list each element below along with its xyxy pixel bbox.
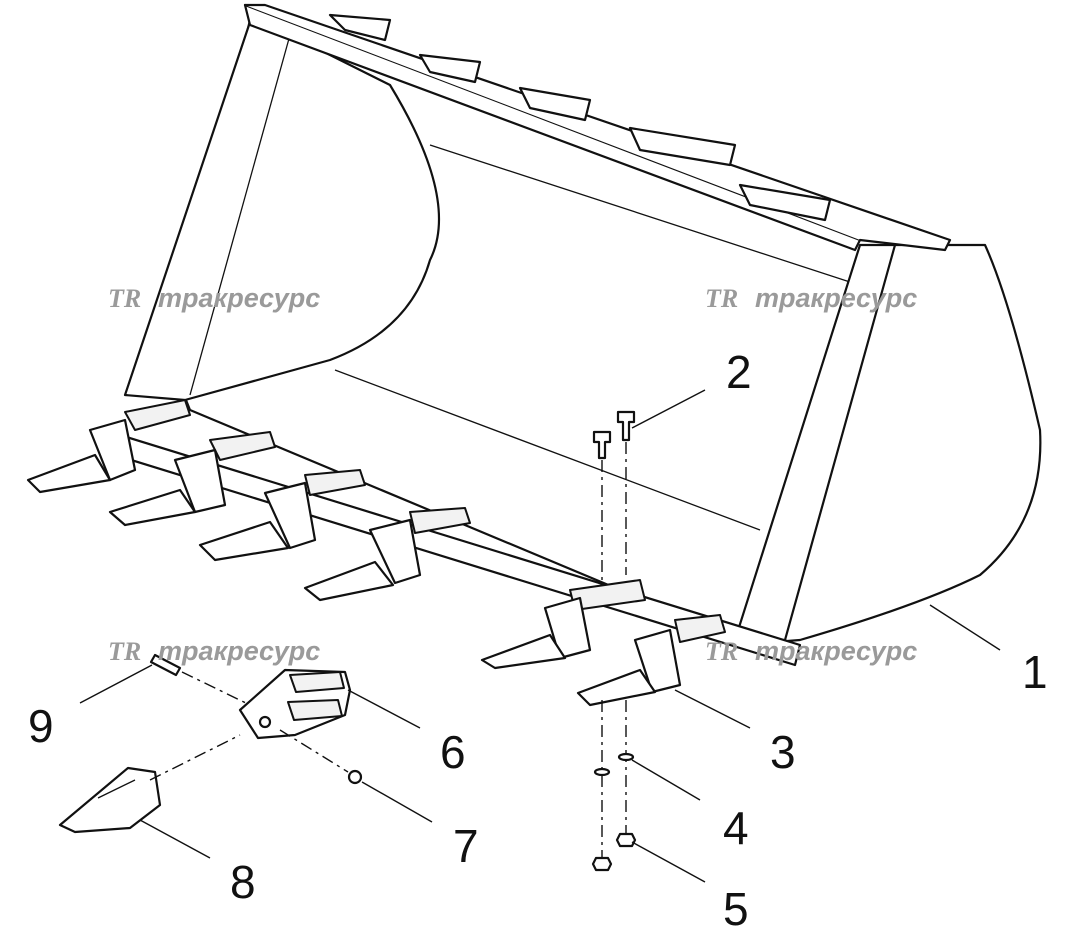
tooth-assembly: [303, 507, 471, 602]
leader-lines: [79, 389, 1001, 883]
tooth-assembly: [26, 399, 191, 494]
callout-5: 5: [723, 883, 749, 935]
callout-labels: 1 2 3 4 5 6 7 8 9: [28, 346, 1048, 935]
callout-6: 6: [440, 726, 466, 778]
tooth-assembly: [480, 579, 646, 670]
tooth-assembly: [576, 614, 726, 707]
watermark-bottom-right: TR тракресурс: [705, 636, 917, 666]
watermark-logo: TR: [705, 284, 738, 313]
callout-1: 1: [1022, 646, 1048, 698]
watermark-top-right: TR тракресурс: [705, 283, 917, 313]
nuts: [591, 832, 637, 872]
callout-2: 2: [726, 346, 752, 398]
watermark-text: тракресурс: [158, 636, 320, 666]
watermark-top-left: TR тракресурс: [108, 283, 320, 313]
teeth-row: [26, 399, 726, 707]
callout-4: 4: [723, 802, 749, 854]
tooth-assembly: [198, 469, 366, 562]
exploded-tooth-detail: [58, 653, 363, 834]
tooth-assembly: [108, 431, 276, 527]
watermark-text: тракресурс: [755, 283, 917, 313]
watermark-logo: TR: [705, 637, 738, 666]
watermark-logo: TR: [108, 637, 141, 666]
watermark-text: тракресурс: [755, 636, 917, 666]
washers: [593, 752, 635, 777]
bolts: [592, 410, 636, 860]
watermark-logo: TR: [108, 284, 141, 313]
watermark-text: тракресурс: [158, 283, 320, 313]
callout-8: 8: [230, 856, 256, 908]
bucket-body: [113, 3, 1042, 667]
callout-3: 3: [770, 726, 796, 778]
watermark-bottom-left: TR тракресурс: [108, 636, 320, 666]
callout-7: 7: [453, 820, 479, 872]
callout-9: 9: [28, 700, 54, 752]
